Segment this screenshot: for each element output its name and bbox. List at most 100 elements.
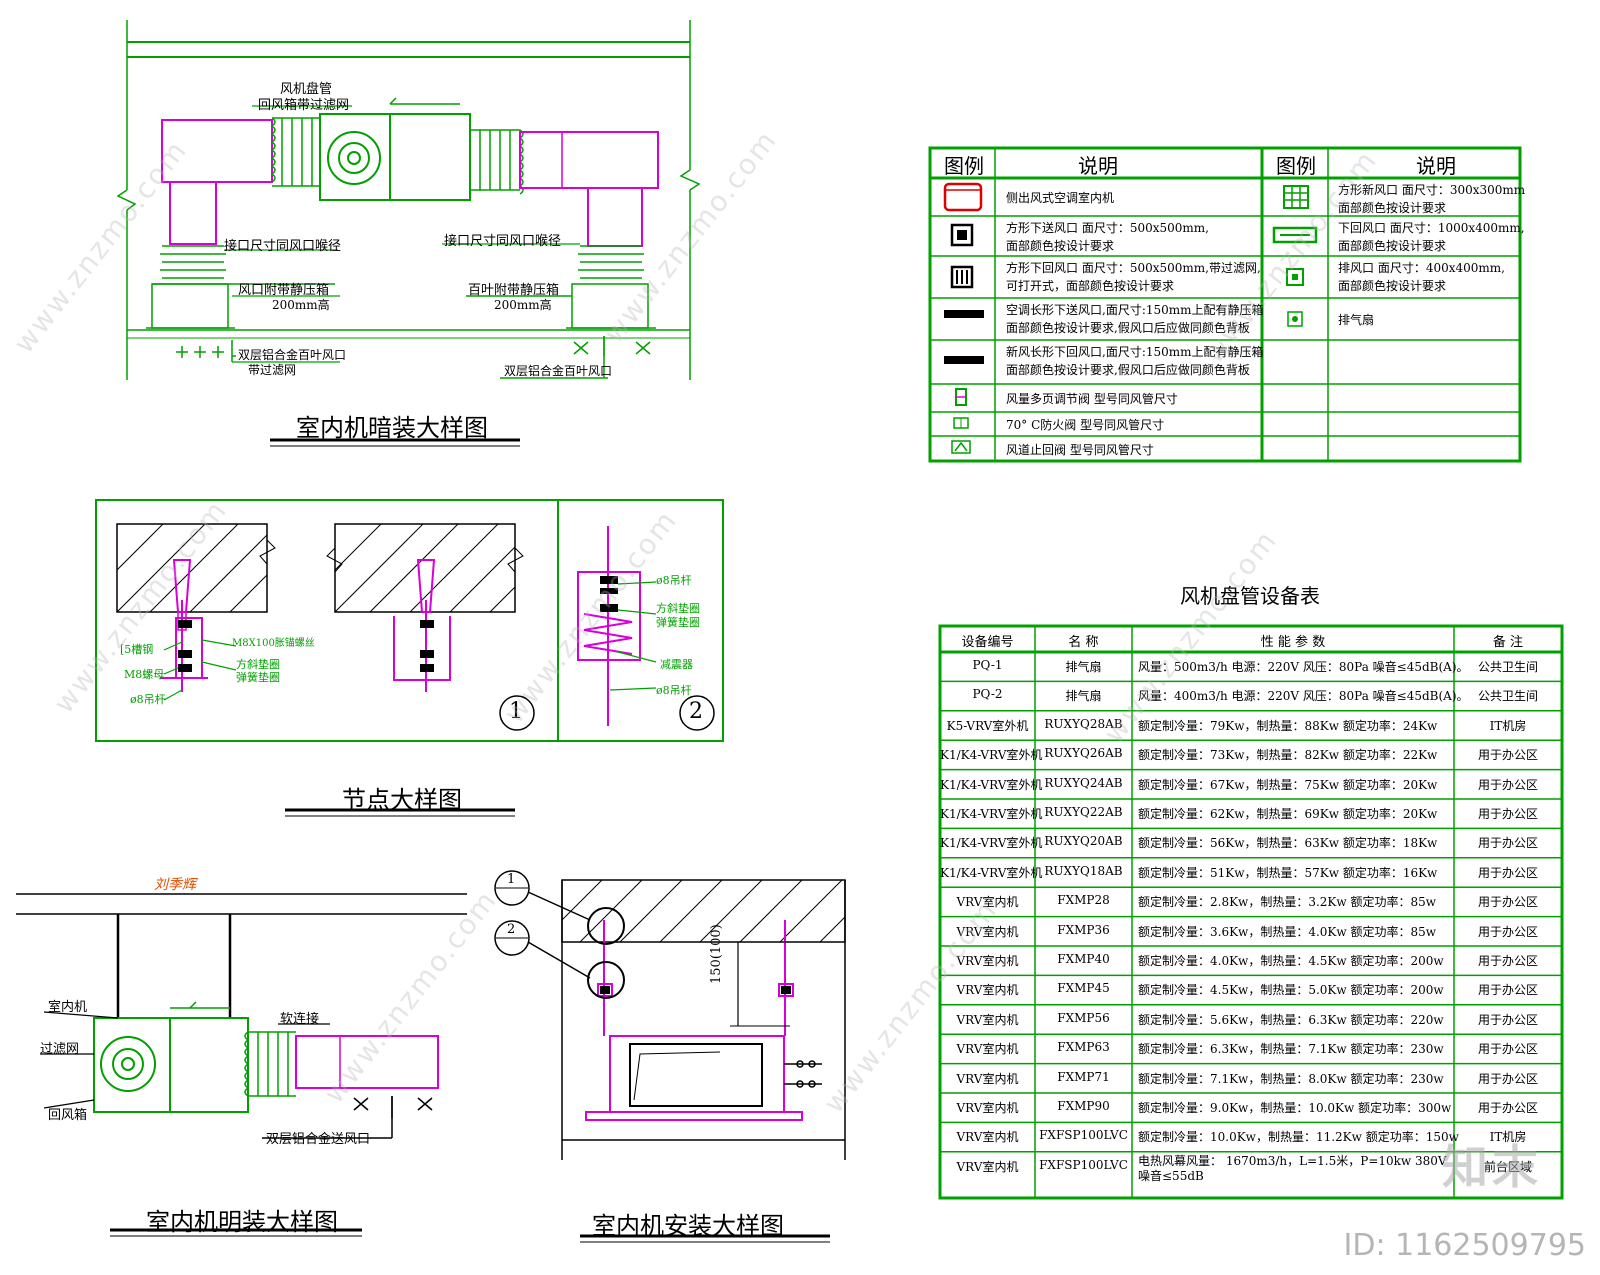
table-cell-line: 噪音≤55dB: [1138, 1168, 1204, 1183]
table-cell: RUXYQ26AB: [1044, 746, 1123, 761]
table-cell: 前台区域: [1483, 1159, 1532, 1174]
bottom-return-grille-icon: [1272, 226, 1318, 244]
brand-logo: 知末: [1442, 1140, 1542, 1194]
table-cell: 排气扇: [1065, 660, 1102, 674]
table-cell: 额定制冷量：10.0Kw，制热量：11.2Kw 额定功率：150w: [1138, 1130, 1459, 1145]
label-washer-2: 弹簧垫圈: [236, 671, 280, 684]
exhaust-fan-icon: [1287, 311, 1303, 327]
side-outlet-ac-icon: [943, 182, 983, 212]
label-supply-grille: 双层铝合金送风口: [266, 1132, 371, 1147]
square-return-grille-icon: [950, 265, 974, 289]
legend-description: 方形下回风口 面尺寸：500x500mm,带过滤网,: [1006, 261, 1261, 275]
label-washer-r2: 弹簧垫圈: [656, 616, 700, 629]
label-washer-1: 方斜垫圈: [236, 658, 280, 671]
table-cell: VRV室内机: [956, 924, 1019, 939]
table-cell: 用于办公区: [1477, 865, 1538, 880]
table-cell: VRV室内机: [956, 1012, 1019, 1027]
table-cell: 额定制冷量：2.8Kw，制热量：3.2Kw 额定功率：85w: [1138, 895, 1436, 910]
installation-detail: [494, 870, 846, 1243]
legend-description: 新风长形下回风口,面尺寸:150mm上配有静压箱: [1006, 345, 1264, 359]
install-title: 室内机安装大样图: [592, 1212, 784, 1240]
table-cell: 用于办公区: [1477, 954, 1538, 968]
table-cell: 用于办公区: [1477, 748, 1538, 763]
legend-description: 面部颜色按设计要求: [1338, 239, 1447, 253]
table-cell: 用于办公区: [1477, 895, 1538, 910]
table-cell: VRV室内机: [956, 1101, 1019, 1115]
label-indoor-unit: 室内机: [48, 1000, 88, 1015]
equipment-table-grid: [938, 624, 1564, 1200]
table-cell: 用于办公区: [1477, 924, 1538, 939]
table-cell: FXMP40: [1057, 952, 1110, 966]
multi-blade-damper-icon: [955, 388, 967, 406]
label-damper: 减震器: [660, 658, 693, 671]
table-cell: 额定制冷量：3.6Kw，制热量：4.0Kw 额定功率：85w: [1138, 924, 1436, 939]
label-grille-left: 双层铝合金百叶风口: [238, 348, 347, 362]
table-cell: 用于办公区: [1477, 983, 1538, 998]
node-detail: [95, 499, 724, 817]
callout-2: 2: [507, 922, 516, 937]
label-interface-right: 接口尺寸同风口喉径: [444, 234, 562, 249]
table-cell: VRV室内机: [956, 1130, 1019, 1145]
table-cell: PQ-2: [972, 687, 1003, 702]
label-filter: 过滤网: [40, 1042, 80, 1057]
label-rod-bottom: ø8吊杆: [656, 684, 692, 697]
legend-description: 侧出风式空调室内机: [1006, 191, 1115, 205]
legend-header: 图例: [944, 154, 984, 178]
legend-description: 70° C防火阀 型号同风管尺寸: [1006, 418, 1165, 432]
table-cell: FXMP45: [1057, 981, 1110, 996]
legend-description: 风道止回阀 型号同风管尺寸: [1006, 442, 1154, 457]
node-title: 节点大样图: [342, 786, 462, 814]
label-rod: ø8吊杆: [130, 693, 166, 706]
label-return-box: 回风箱带过滤网: [258, 98, 350, 113]
table-cell: 额定制冷量：9.0Kw，制热量：10.0Kw 额定功率：300w: [1138, 1101, 1452, 1115]
table-cell: 排气扇: [1065, 689, 1102, 704]
legend-description: 面部颜色按设计要求: [1338, 201, 1447, 215]
table-cell: K1/K4-VRV室外机: [940, 807, 1043, 821]
label-channel: [5槽钢: [120, 643, 154, 656]
table-cell: FXMP56: [1057, 1010, 1110, 1025]
label-anchor-bolt: M8X100胀锚螺丝: [232, 638, 315, 649]
callout-1: 1: [507, 872, 516, 887]
label-grille-right: 双层铝合金百叶风口: [504, 364, 613, 378]
table-cell: 用于办公区: [1477, 807, 1538, 821]
legend-header: 图例: [1276, 154, 1316, 178]
equipment-row-lines: [940, 650, 1562, 1153]
legend-description: 面部颜色按设计要求,假风口后应做同颜色背板: [1006, 321, 1250, 335]
table-cell: RUXYQ24AB: [1044, 775, 1123, 790]
exposed-title: 室内机明装大样图: [146, 1208, 338, 1236]
table-cell: RUXYQ18AB: [1044, 863, 1123, 878]
equipment-header: 名 称: [1068, 635, 1099, 650]
table-cell: VRV室内机: [956, 1071, 1019, 1086]
table-cell: 公共卫生间: [1477, 689, 1538, 704]
legend-description: 方形新风口 面尺寸：300x300mm: [1338, 183, 1526, 197]
node-number-1: 1: [509, 699, 523, 724]
table-cell: 额定制冷量：62Kw，制热量：69Kw 额定功率：20Kw: [1138, 807, 1438, 821]
equipment-header: 性 能 参 数: [1260, 635, 1326, 650]
label-return-box-exposed: 回风箱: [48, 1108, 88, 1123]
table-cell: VRV室内机: [956, 1042, 1019, 1057]
label-plenum-left-height: 200mm高: [272, 298, 330, 312]
table-cell: RUXYQ22AB: [1044, 805, 1123, 819]
table-cell: FXMP90: [1057, 1099, 1110, 1113]
concealed-title: 室内机暗装大样图: [296, 414, 488, 442]
table-cell: 额定制冷量：4.5Kw，制热量：5.0Kw 额定功率：200w: [1138, 983, 1444, 998]
table-cell: 额定制冷量：73Kw，制热量：82Kw 额定功率：22Kw: [1138, 748, 1438, 763]
legend-table-grid: [928, 146, 1522, 463]
table-cell: K1/K4-VRV室外机: [940, 865, 1043, 880]
node-number-2: 2: [689, 699, 703, 724]
label-plenum-left: 风口附带静压箱: [238, 283, 330, 298]
table-cell: 额定制冷量：7.1Kw，制热量：8.0Kw 额定功率：230w: [1138, 1071, 1444, 1086]
linear-return-slot-icon: [944, 356, 984, 364]
table-cell-line: 电热风幕风量： 1670m3/h，L=1.5米，P=10kw 380V: [1138, 1153, 1447, 1168]
table-cell: 公共卫生间: [1477, 660, 1538, 674]
table-cell: FXMP71: [1057, 1069, 1110, 1084]
legend-description: 可打开式，面部颜色按设计要求: [1006, 279, 1175, 293]
exhaust-grille-icon: [1286, 268, 1304, 286]
legend-description: 面部颜色按设计要求: [1338, 279, 1447, 293]
table-cell: FXMP36: [1057, 922, 1110, 937]
concealed-installation-detail: [116, 20, 701, 447]
table-cell: 额定制冷量：67Kw，制热量：75Kw 额定功率：20Kw: [1138, 777, 1438, 792]
table-cell: IT机房: [1489, 1130, 1527, 1145]
table-cell: RUXYQ28AB: [1044, 716, 1123, 731]
